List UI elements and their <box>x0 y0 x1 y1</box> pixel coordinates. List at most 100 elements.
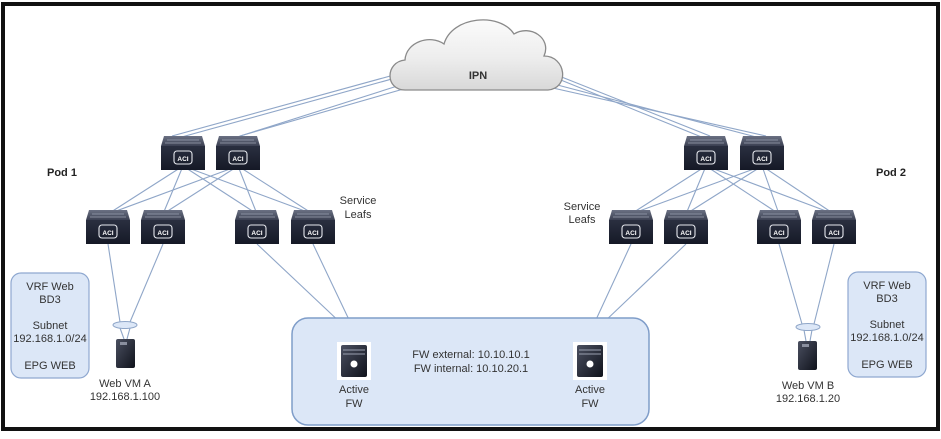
aci-icon-text: ACI <box>828 230 839 237</box>
switches-layer: ACI ACI ACI ACI ACI ACI ACI ACI ACI ACI ACI ACI <box>86 136 856 244</box>
fw-external-ip: FW external: 10.10.10.1 <box>412 349 529 361</box>
vm-link <box>813 243 835 325</box>
leaf-switch-pod1-1[interactable]: ACI <box>86 210 130 244</box>
aci-icon-text: ACI <box>756 156 767 163</box>
vrf-label: VRF Web <box>26 281 73 293</box>
fw-link <box>593 243 632 325</box>
port-channel-icon <box>112 321 138 329</box>
spine-leaf-link <box>630 165 763 215</box>
server-icon <box>798 341 817 370</box>
fw-link <box>312 243 353 327</box>
aci-icon <box>824 224 844 239</box>
vm-link <box>809 329 813 342</box>
leaf-switch-pod1-2[interactable]: ACI <box>141 210 185 244</box>
service-leafs-label-line1: Service <box>340 195 377 207</box>
vm-link <box>107 243 121 323</box>
fw-internal-ip: FW internal: 10.10.20.1 <box>414 363 528 375</box>
firewall-label-line1: Active <box>339 384 369 396</box>
aci-icon <box>153 224 173 239</box>
epg-label: EPG WEB <box>24 360 75 372</box>
ipn-cloud: IPN <box>389 19 564 91</box>
aci-icon <box>173 150 193 165</box>
spine-leaf-link <box>761 165 835 215</box>
vm-name: Web VM A <box>99 378 151 390</box>
aci-icon <box>676 224 696 239</box>
bd-label: BD3 <box>39 294 60 306</box>
leaf-switch-pod2-3[interactable]: ACI <box>757 210 801 244</box>
aci-icon <box>769 224 789 239</box>
vm-link <box>119 327 125 340</box>
spine-leaf-link <box>705 165 780 215</box>
ipn-link <box>543 85 767 137</box>
leaf-switch-pod2-2[interactable]: ACI <box>664 210 708 244</box>
service-leaf-switch-pod2-1[interactable]: ACI <box>609 210 653 244</box>
aci-icon <box>696 150 716 165</box>
aci-icon-text: ACI <box>773 230 784 237</box>
spine-leaf-link <box>162 165 239 215</box>
service-leaf-switch-pod1-2[interactable]: ACI <box>291 210 335 244</box>
pod-1-label: Pod 1 <box>47 167 77 179</box>
service-leaf-switch-pod1-1[interactable]: ACI <box>235 210 279 244</box>
active-firewall-pod2[interactable]: Active FW <box>573 342 607 410</box>
spine-leaf-link <box>107 165 184 215</box>
spine-switch-pod2-2[interactable]: ACI <box>740 136 784 170</box>
active-firewall-pod1[interactable]: Active FW <box>337 342 371 410</box>
aci-icon-text: ACI <box>157 230 168 237</box>
ipn-link <box>233 81 411 139</box>
aci-icon <box>752 150 772 165</box>
vm-ip: 192.168.1.100 <box>90 391 160 403</box>
aci-icon-text: ACI <box>700 156 711 163</box>
cloud-icon <box>389 19 564 91</box>
spine-leaf-link <box>107 165 239 215</box>
aci-icon-text: ACI <box>251 230 262 237</box>
vm-link <box>129 243 164 323</box>
aci-icon-text: ACI <box>102 230 113 237</box>
pod-2-label: Pod 2 <box>876 167 906 179</box>
vrf-label: VRF Web <box>863 280 910 292</box>
aci-icon <box>621 224 641 239</box>
subnet-value: 192.168.1.0/24 <box>850 332 923 344</box>
firewall-label-line2: FW <box>345 398 363 410</box>
subnet-label: Subnet <box>33 320 68 332</box>
service-leafs-label-line1: Service <box>564 201 601 213</box>
vm-link <box>126 327 131 340</box>
bd-label: BD3 <box>876 293 897 305</box>
vm-link <box>803 329 807 342</box>
firewall-zone-box <box>291 317 650 426</box>
web-vm-a[interactable]: Web VM A 192.168.1.100 <box>90 339 160 403</box>
epg-label: EPG WEB <box>861 359 912 371</box>
subnet-value: 192.168.1.0/24 <box>13 333 86 345</box>
spine-leaf-link <box>237 165 314 215</box>
aci-icon <box>228 150 248 165</box>
spine-leaf-link <box>685 165 763 215</box>
vrf-box-pod2: VRF Web BD3 Subnet 192.168.1.0/24 EPG WE… <box>847 271 927 378</box>
links-layer <box>107 69 835 343</box>
spine-switch-pod1-2[interactable]: ACI <box>216 136 260 170</box>
vrf-box-pod1: VRF Web BD3 Subnet 192.168.1.0/24 EPG WE… <box>10 272 90 379</box>
aci-icon <box>247 224 267 239</box>
spine-switch-pod1-1[interactable]: ACI <box>161 136 205 170</box>
leaf-switch-pod2-4[interactable]: ACI <box>812 210 856 244</box>
spine-leaf-link <box>237 165 258 215</box>
spine-switch-pod2-1[interactable]: ACI <box>684 136 728 170</box>
web-vm-b[interactable]: Web VM B 192.168.1.20 <box>776 341 840 405</box>
aci-icon-text: ACI <box>307 230 318 237</box>
aci-icon <box>303 224 323 239</box>
service-leafs-label-line2: Leafs <box>345 209 372 221</box>
ipn-link <box>545 73 705 139</box>
firewall-label-line2: FW <box>581 398 599 410</box>
ipn-link <box>239 85 415 137</box>
spine-leaf-link <box>630 165 707 215</box>
aci-icon-text: ACI <box>232 156 243 163</box>
ipn-link <box>543 69 711 137</box>
spine-leaf-link <box>182 165 258 215</box>
vm-ip: 192.168.1.20 <box>776 393 840 405</box>
ipn-link <box>177 73 411 139</box>
subnet-label: Subnet <box>870 319 905 331</box>
fw-link <box>256 243 345 327</box>
aci-icon-text: ACI <box>680 230 691 237</box>
vm-link <box>778 243 803 325</box>
vm-name: Web VM B <box>782 380 834 392</box>
